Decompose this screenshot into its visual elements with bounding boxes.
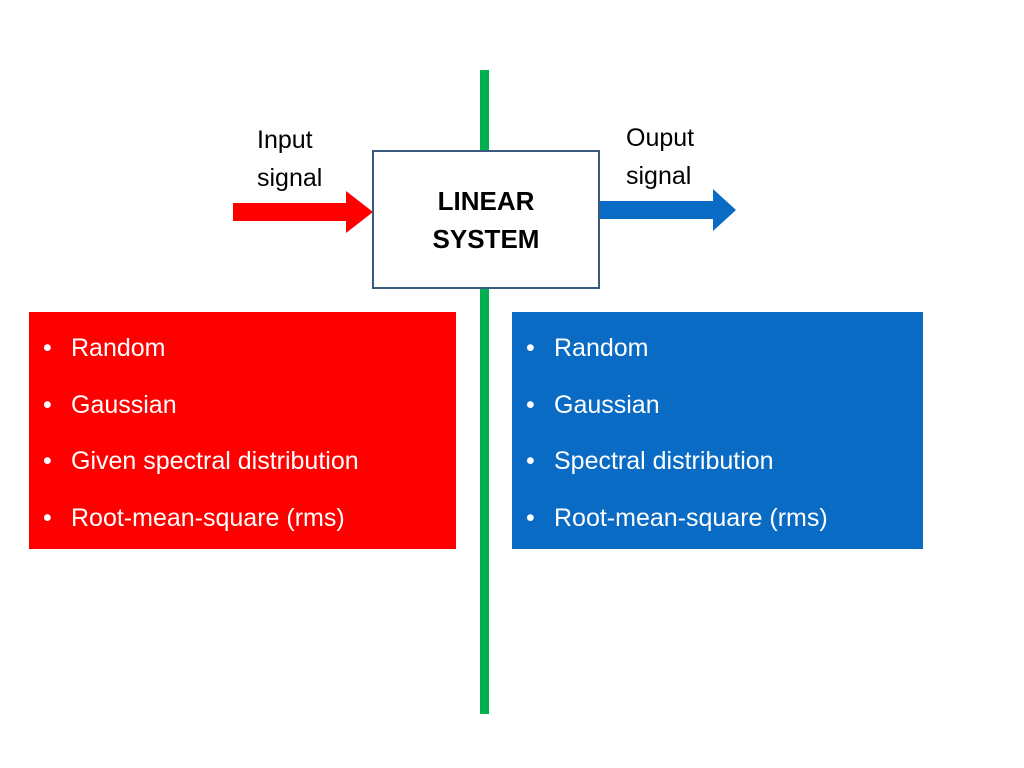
output-property-item: • Random xyxy=(526,328,923,385)
output-property-text: Root-mean-square (rms) xyxy=(554,503,828,532)
linear-system-title: LINEAR SYSTEM xyxy=(432,185,540,254)
input-property-item: • Gaussian xyxy=(43,385,456,442)
bullet-icon: • xyxy=(526,447,535,475)
input-properties-list: • Random • Gaussian • Given spectral dis… xyxy=(43,328,456,554)
center-divider-line xyxy=(480,70,489,714)
output-arrow-icon xyxy=(598,189,736,231)
bullet-icon: • xyxy=(526,503,535,532)
input-property-item: • Random xyxy=(43,328,456,385)
input-arrow-shape xyxy=(233,191,373,233)
linear-system-box: LINEAR SYSTEM xyxy=(372,150,600,289)
input-property-item: • Given spectral distribution xyxy=(43,441,456,498)
output-arrow-shape xyxy=(598,189,736,231)
bullet-icon: • xyxy=(43,503,52,532)
bullet-icon: • xyxy=(43,334,52,362)
input-property-text: Given spectral distribution xyxy=(71,447,359,475)
output-property-text: Spectral distribution xyxy=(554,447,774,475)
input-property-text: Random xyxy=(71,334,166,362)
output-property-item: • Spectral distribution xyxy=(526,441,923,498)
output-properties-list: • Random • Gaussian • Spectral distribut… xyxy=(526,328,923,554)
input-arrow-icon xyxy=(233,191,373,233)
input-signal-label: Input signal xyxy=(257,126,323,192)
output-properties-panel: • Random • Gaussian • Spectral distribut… xyxy=(512,312,923,549)
output-property-text: Random xyxy=(554,334,649,362)
input-properties-panel: • Random • Gaussian • Given spectral dis… xyxy=(29,312,456,549)
bullet-icon: • xyxy=(526,390,535,419)
output-property-item: • Gaussian xyxy=(526,385,923,442)
bullet-icon: • xyxy=(43,390,52,419)
output-signal-label: Ouput signal xyxy=(626,124,695,190)
input-property-item: • Root-mean-square (rms) xyxy=(43,498,456,555)
bullet-icon: • xyxy=(526,334,535,362)
bullet-icon: • xyxy=(43,447,52,475)
input-property-text: Root-mean-square (rms) xyxy=(71,503,345,532)
output-property-item: • Root-mean-square (rms) xyxy=(526,498,923,555)
input-property-text: Gaussian xyxy=(71,390,177,419)
output-property-text: Gaussian xyxy=(554,390,660,419)
